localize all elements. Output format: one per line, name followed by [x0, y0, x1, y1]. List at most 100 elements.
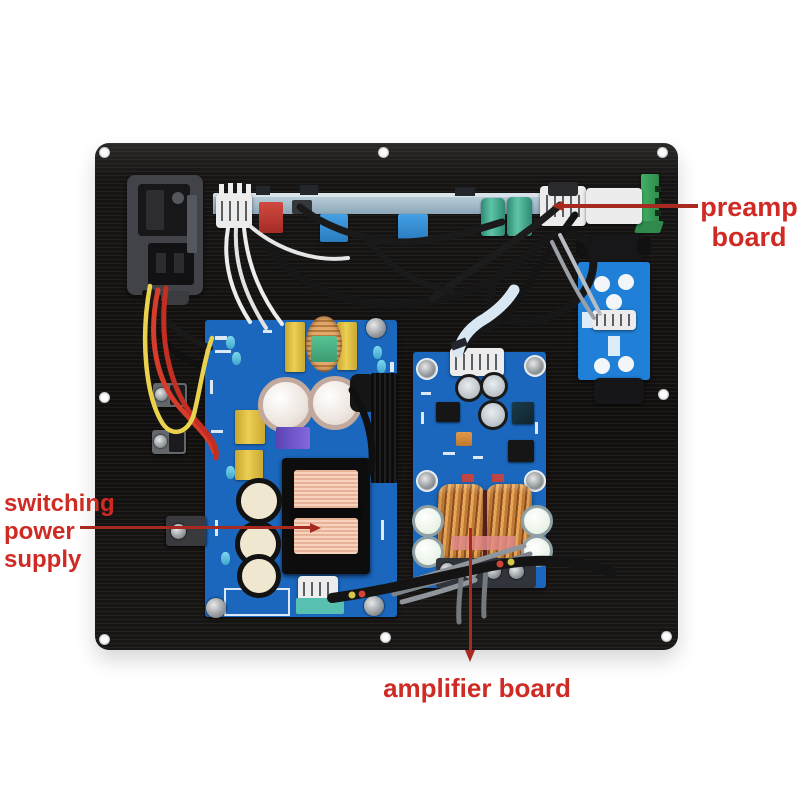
coil-gap [483, 490, 487, 560]
mounting-hole [99, 392, 110, 403]
silkscreen [381, 520, 384, 540]
terminal-screw [440, 563, 455, 578]
amplifier-board [412, 348, 553, 588]
electrolytic-capacitor [236, 478, 282, 524]
ceramic-capacitor [373, 346, 382, 359]
inlet-label-strip [187, 195, 197, 253]
strip-component [256, 186, 270, 195]
mounting-hole [99, 147, 110, 158]
purple-component [276, 427, 310, 449]
terminal-screw [509, 564, 524, 579]
connector-slots [221, 201, 247, 221]
ceramic-capacitor [377, 360, 386, 373]
silkscreen [421, 392, 431, 395]
clamped-transistor [166, 516, 206, 546]
transistor-body [169, 432, 184, 452]
silkscreen [215, 350, 231, 353]
rocker-switch [146, 190, 164, 230]
rca-jack-top [590, 234, 644, 264]
ceramic-capacitor [226, 466, 235, 479]
board-screw [366, 318, 386, 338]
solder-pad [618, 356, 634, 372]
connector-pin-slot [655, 210, 661, 216]
pink-pads [452, 536, 516, 550]
ceramic-capacitor [221, 552, 230, 565]
red-pad [492, 474, 504, 482]
silkscreen [443, 452, 455, 455]
transformer-winding [294, 518, 358, 554]
signal-connector [592, 310, 636, 330]
ac-socket-recess [148, 243, 194, 285]
ac-power-inlet-module [127, 175, 203, 305]
annotation-preamp-board: preamp board [700, 192, 798, 253]
strip-component [300, 185, 318, 195]
blue-film-capacitor [398, 214, 428, 240]
electrolytic-capacitor [478, 400, 508, 430]
silkscreen [535, 422, 538, 434]
connector-pin [219, 184, 224, 196]
connector-slots [596, 314, 632, 326]
solder-pad [606, 294, 622, 310]
rca-jack-bottom [594, 378, 644, 404]
red-pad [462, 474, 474, 482]
input-jack-board [578, 262, 650, 380]
din-connector [292, 200, 312, 214]
board-screw [419, 473, 435, 489]
mounting-hole [378, 147, 389, 158]
teal-capacitor [481, 198, 505, 236]
filter-capacitor [521, 505, 553, 537]
annotation-amplifier-board: amplifier board [383, 673, 571, 703]
ic-chip [436, 402, 460, 422]
connector-pin-slot [655, 186, 661, 192]
electrolytic-capacitor [480, 372, 508, 400]
jack-nut [576, 241, 589, 256]
bulk-capacitor [258, 377, 314, 433]
inlet-bottom-tab [161, 291, 189, 305]
ceramic-capacitor [232, 352, 241, 365]
socket-pin-slot [174, 253, 184, 273]
electrolytic-capacitor [455, 374, 483, 402]
terminal-screw [486, 564, 501, 579]
ic-chip [512, 402, 534, 424]
heatsink [371, 373, 397, 483]
preamp-board-top-edge [213, 193, 561, 198]
switch-indicator [172, 192, 184, 204]
heat-shrink-sleeve [548, 182, 578, 196]
clamp-screw [154, 435, 167, 448]
yellow-film-capacitor [235, 450, 263, 480]
yellow-film-capacitor [337, 322, 357, 370]
connector-pin [246, 184, 251, 196]
annotation-line-amplifier [469, 528, 472, 650]
annotation-arrow-amplifier [465, 650, 475, 662]
resistor [456, 432, 472, 446]
mounting-hole [380, 632, 391, 643]
board-screw [364, 596, 384, 616]
solder-pad [594, 276, 610, 292]
teal-pcb-edge [296, 598, 344, 614]
socket-pin-slot [156, 253, 166, 273]
board-screw [206, 598, 226, 618]
mounting-hole [661, 631, 672, 642]
clamp-screw [155, 388, 168, 401]
strip-component [455, 187, 475, 196]
connector-pin [237, 183, 242, 195]
yellow-film-capacitor [285, 322, 305, 372]
silkscreen [582, 312, 592, 328]
output-inductor [438, 484, 485, 566]
silkscreen [215, 336, 227, 340]
connector-slots [303, 582, 333, 596]
silkscreen [390, 362, 394, 372]
clamped-transistor [153, 383, 187, 407]
ceramic-capacitor [226, 336, 235, 349]
white-wire-connector [216, 194, 252, 228]
filter-capacitor [412, 505, 444, 537]
solder-pad [618, 274, 634, 290]
red-relay [259, 202, 283, 233]
annotation-switching-power-supply: switching power supply [4, 490, 115, 573]
silkscreen [211, 430, 223, 433]
ic-chip [508, 440, 534, 462]
green-capacitor [311, 336, 337, 362]
solder-pad [594, 358, 610, 374]
connector-pin-slot [655, 198, 661, 204]
